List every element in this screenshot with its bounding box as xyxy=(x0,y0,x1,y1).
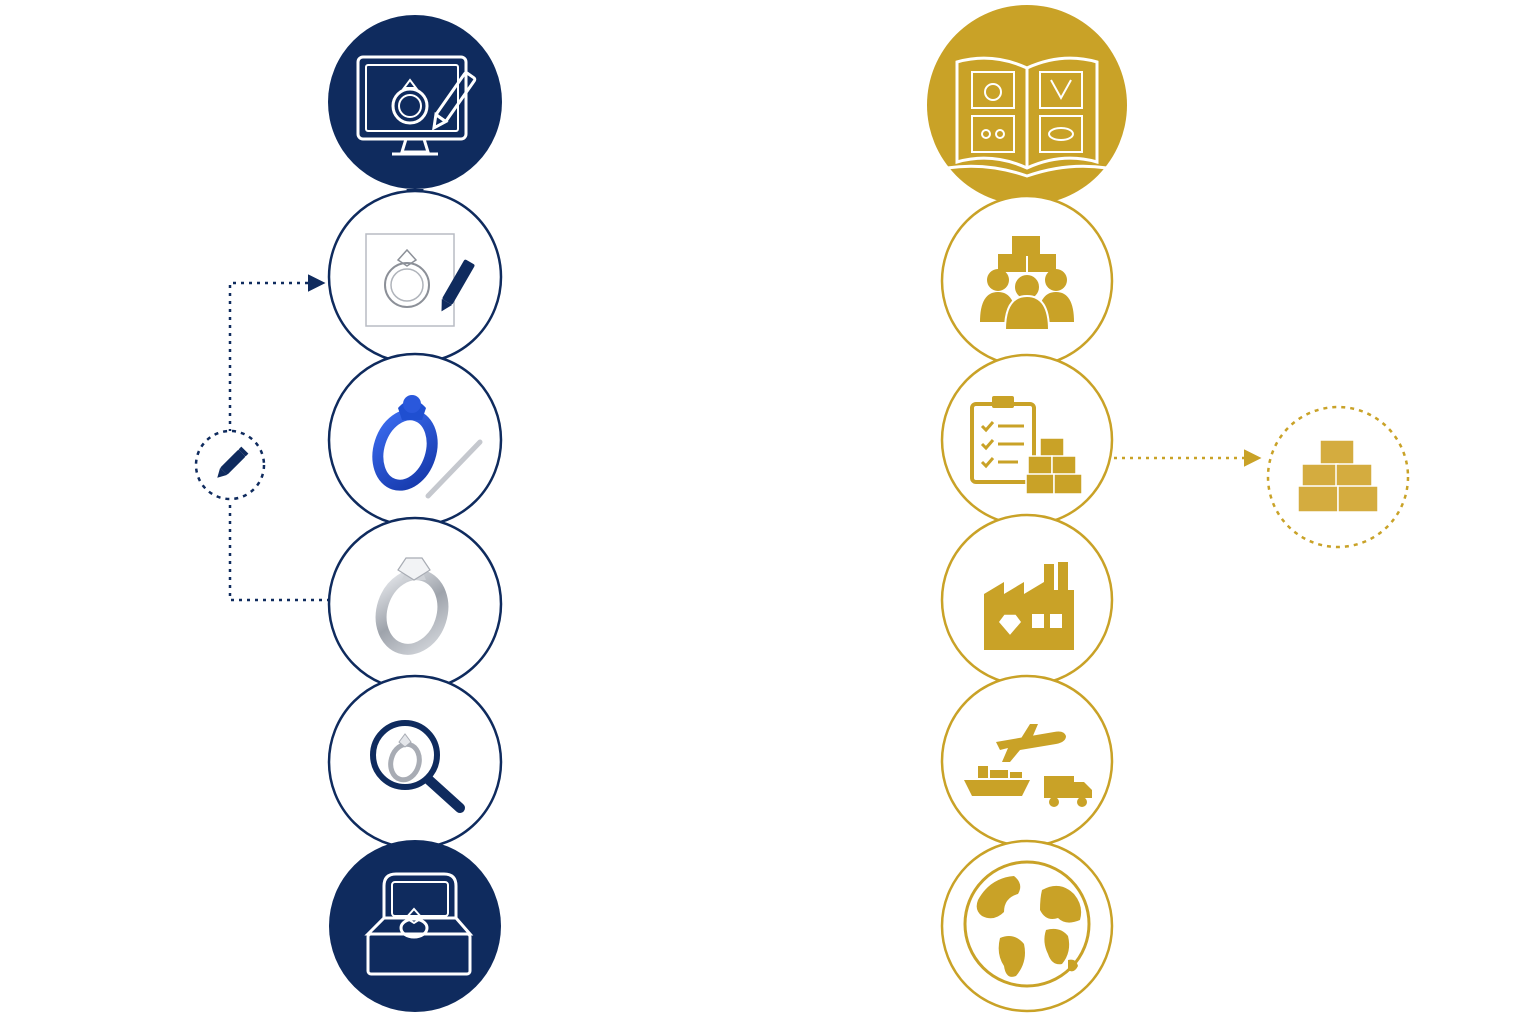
right-step-6 xyxy=(940,839,1114,1013)
factory-diamond-icon xyxy=(984,562,1074,650)
left-step-1 xyxy=(328,15,502,189)
catalog-book-icon xyxy=(946,56,1108,178)
right-step-4 xyxy=(940,513,1114,687)
globe-icon xyxy=(963,860,1091,988)
revision-loop-return-line xyxy=(228,274,326,432)
shipping-transport-icon xyxy=(964,724,1092,807)
right-step-2 xyxy=(940,194,1114,368)
left-step-5 xyxy=(327,674,503,850)
magnifier-inspection-icon xyxy=(370,720,465,813)
right-step-5 xyxy=(940,674,1114,848)
revision-loop xyxy=(194,274,330,602)
pencil-icon xyxy=(217,446,249,478)
left-step-3 xyxy=(327,352,503,528)
boxes-stock-icon xyxy=(1297,439,1379,513)
left-step-2 xyxy=(327,189,503,365)
left-step-6 xyxy=(329,840,501,1012)
ring-gift-box-icon xyxy=(364,872,474,976)
ring-sketch-icon xyxy=(365,233,475,327)
monitor-ring-design-icon xyxy=(356,55,477,156)
right-flow xyxy=(927,5,1410,1013)
customers-boxes-icon xyxy=(980,236,1074,331)
right-step-3 xyxy=(940,353,1114,527)
checklist-stock-icon xyxy=(970,396,1083,495)
left-flow xyxy=(194,15,503,1012)
wax-ring-model-icon xyxy=(372,395,483,499)
side-branch xyxy=(1114,405,1410,549)
left-step-4 xyxy=(327,516,503,692)
silver-ring-icon xyxy=(375,557,449,655)
revision-loop-line xyxy=(228,500,330,602)
right-step-1 xyxy=(927,5,1127,205)
